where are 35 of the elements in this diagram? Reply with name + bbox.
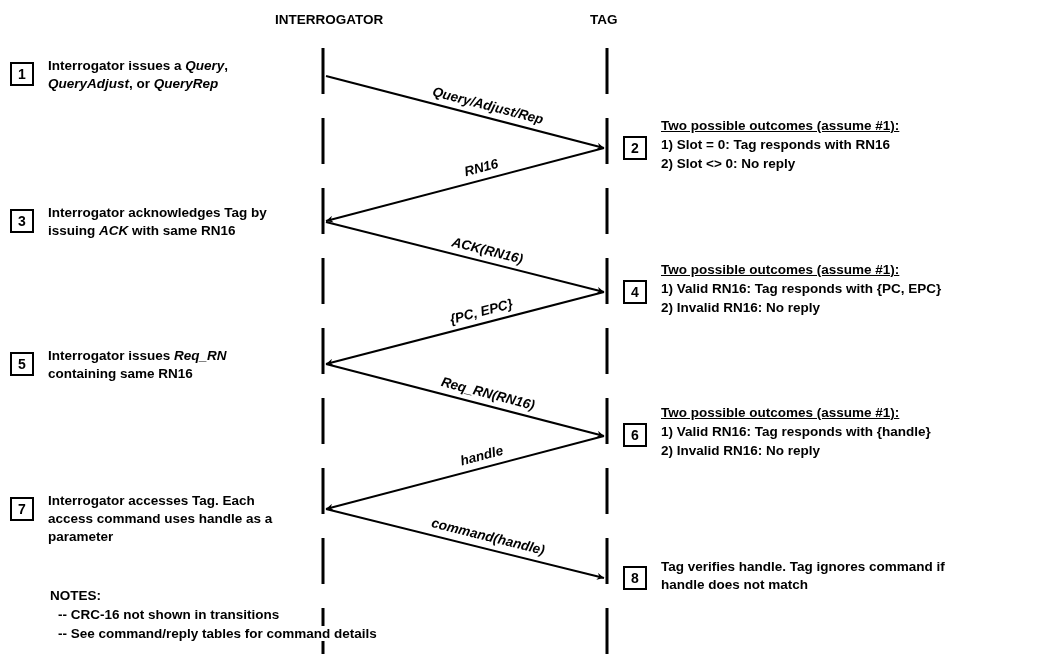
outcome-text: 2) Invalid RN16: No reply <box>661 442 821 460</box>
outcome-text: 2) Invalid RN16: No reply <box>661 299 821 317</box>
note-text: -- CRC-16 not shown in transitions <box>58 607 280 622</box>
step-description: Interrogator issues a Query, QueryAdjust, or QueryRep <box>48 57 230 93</box>
outcome-heading: Two possible outcomes (assume #1): <box>661 404 900 422</box>
arrow <box>325 291 605 366</box>
arrow <box>325 75 605 150</box>
step-number-box: 6 <box>623 423 647 447</box>
notes-heading: NOTES: <box>50 588 101 603</box>
step-description: Interrogator acknowledges Tag by issuing ACK with same RN16 <box>48 204 268 240</box>
step-description: Interrogator issues Req_RN containing same RN16 <box>48 347 228 383</box>
arrow <box>325 435 605 511</box>
arrow <box>325 147 605 223</box>
lifeline-heading: TAG <box>590 12 618 27</box>
step-description: Interrogator accesses Tag. Each access command uses handle as a parameter <box>48 492 274 546</box>
outcome-heading: Two possible outcomes (assume #1): <box>661 117 900 135</box>
step-number-box: 7 <box>10 497 34 521</box>
step-description: Tag verifies handle. Tag ignores command if handle does not match <box>661 558 946 594</box>
lifeline <box>604 48 610 654</box>
arrow <box>325 363 605 438</box>
outcome-text: 2) Slot <> 0: No reply <box>661 155 796 173</box>
step-number-box: 3 <box>10 209 34 233</box>
lifeline-heading: INTERROGATOR <box>275 12 384 27</box>
outcome-heading: Two possible outcomes (assume #1): <box>661 261 900 279</box>
step-number-box: 4 <box>623 280 647 304</box>
step-number-box: 1 <box>10 62 34 86</box>
arrow <box>325 221 605 294</box>
step-number-box: 5 <box>10 352 34 376</box>
outcome-text: 1) Valid RN16: Tag responds with {handle} <box>661 423 931 441</box>
outcome-text: 1) Slot = 0: Tag responds with RN16 <box>661 136 890 154</box>
outcome-text: 1) Valid RN16: Tag responds with {PC, EPC} <box>661 280 942 298</box>
step-number-box: 2 <box>623 136 647 160</box>
step-number-box: 8 <box>623 566 647 590</box>
arrow <box>325 508 605 580</box>
note-text: -- See command/reply tables for command details <box>58 626 377 641</box>
